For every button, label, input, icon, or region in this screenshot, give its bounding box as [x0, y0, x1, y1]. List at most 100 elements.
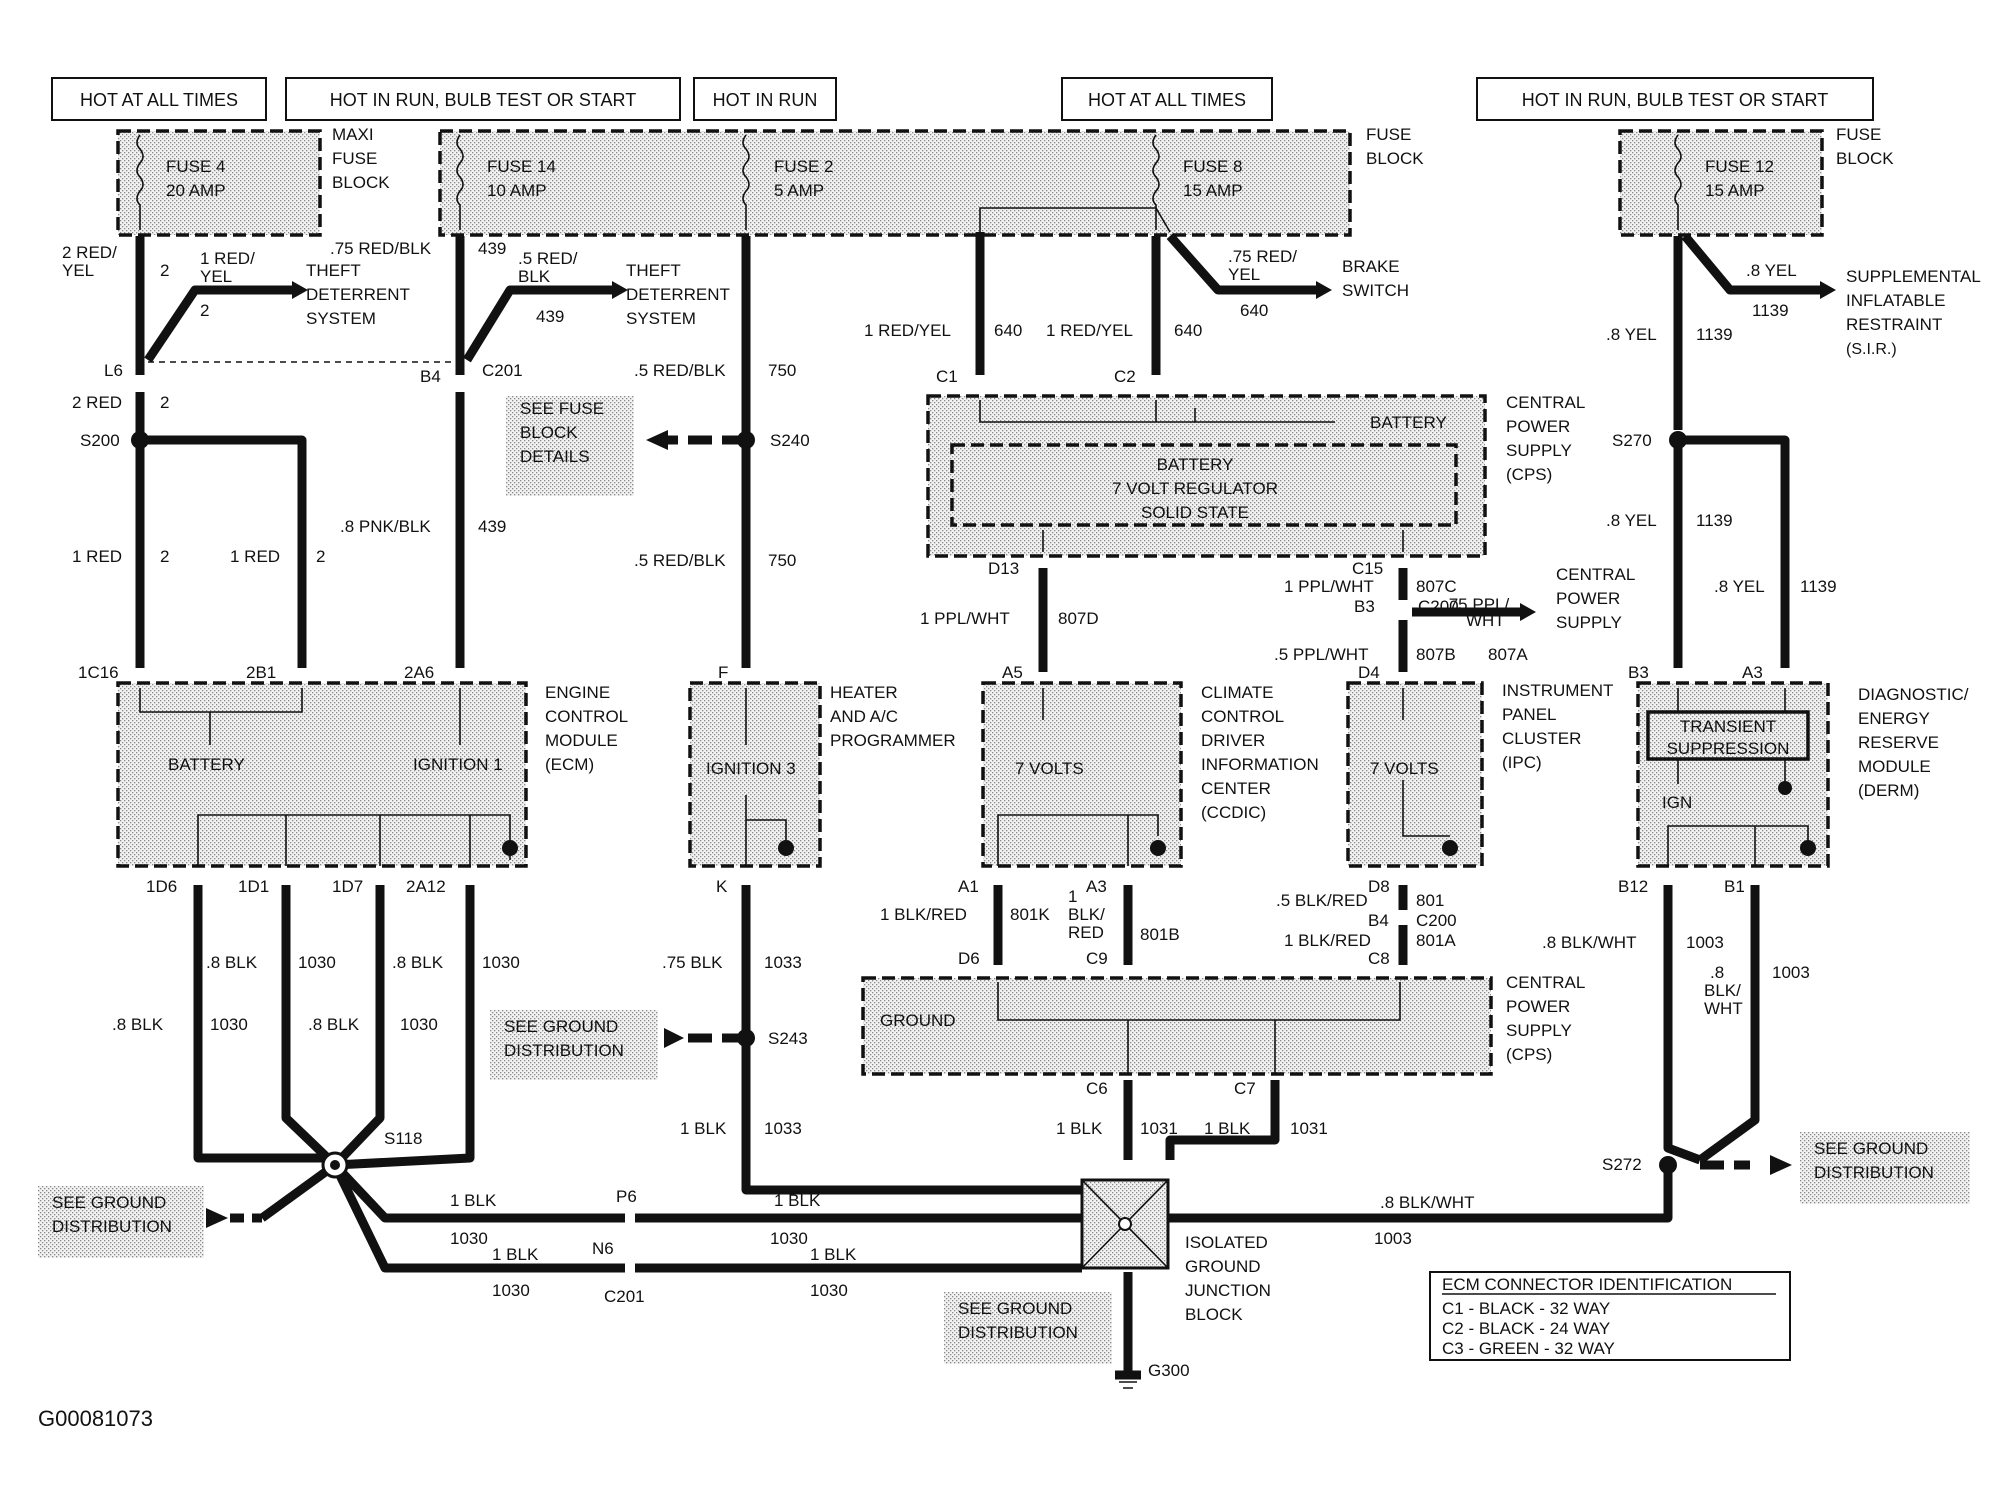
wl-70: 1031	[1140, 1119, 1178, 1138]
cps-reg-2: 7 VOLT REGULATOR	[1112, 479, 1278, 498]
conn-38: S118	[384, 1129, 422, 1148]
wl-56: 801A	[1416, 931, 1456, 950]
wl-31: 750	[768, 361, 796, 380]
conn-39: S272	[1602, 1155, 1642, 1174]
wl-14: 640	[1174, 321, 1202, 340]
wl-78: 1003	[1772, 963, 1810, 982]
theft2-3: SYSTEM	[626, 309, 696, 328]
wl-71: 1 BLK	[1204, 1119, 1251, 1138]
header-hot-in-run-bulb-2: HOT IN RUN, BULB TEST OR START	[1522, 90, 1828, 110]
wl-54: 801	[1416, 891, 1444, 910]
sir-4: (S.I.R.)	[1846, 341, 1897, 358]
ecm-battery: BATTERY	[168, 755, 245, 774]
cps-ground: GROUND	[880, 1011, 956, 1030]
cps-bot-label-4: (CPS)	[1506, 1045, 1552, 1064]
wl-66: 1033	[764, 953, 802, 972]
header-hot-in-run: HOT IN RUN	[713, 90, 818, 110]
conn-15: 2A6	[404, 663, 434, 682]
wl-3: 1 RED/	[200, 249, 255, 268]
wl-22: 2 RED	[72, 393, 122, 412]
conn-36: C6	[1086, 1079, 1108, 1098]
wl-79: 1 BLK	[450, 1191, 497, 1210]
conn-28: B4	[1368, 911, 1389, 930]
figure-id: G00081073	[38, 1406, 153, 1431]
fuse-block-right-label-1: FUSE	[1836, 125, 1881, 144]
theft2-2: DETERRENT	[626, 285, 730, 304]
wl-23: 2	[160, 393, 169, 412]
sir-1: SUPPLEMENTAL	[1846, 267, 1981, 286]
fuse-4-rating: 20 AMP	[166, 181, 226, 200]
wl-37: 1139	[1800, 577, 1837, 596]
wl-20: .8 YEL	[1606, 325, 1657, 344]
cps-out-3: SUPPLY	[1556, 613, 1622, 632]
ground-dist-d-1: SEE GROUND	[1814, 1139, 1928, 1158]
maxi-fuse-label-2: FUSE	[332, 149, 377, 168]
ground-dist-b-2: DISTRIBUTION	[52, 1217, 172, 1236]
derm-suppression: SUPPRESSION	[1667, 739, 1790, 758]
wl-18: .8 YEL	[1746, 261, 1797, 280]
wl-55: 1 BLK/RED	[1284, 931, 1371, 950]
conn-33: B12	[1618, 877, 1648, 896]
cps-bot-label-3: SUPPLY	[1506, 1021, 1572, 1040]
conn-40: P6	[616, 1187, 637, 1206]
wl-83: 1 BLK	[774, 1191, 821, 1210]
wl-76: BLK/	[1704, 981, 1741, 1000]
conn-31: D6	[958, 949, 980, 968]
conn-9: C15	[1352, 559, 1383, 578]
fuse-8-rating: 15 AMP	[1183, 181, 1243, 200]
derm-transient: TRANSIENT	[1680, 717, 1776, 736]
splices	[131, 431, 1687, 1179]
wl-11: 1 RED/YEL	[864, 321, 951, 340]
ecm-label-1: ENGINE	[545, 683, 610, 702]
maxi-fuse-label-3: BLOCK	[332, 173, 390, 192]
ecm-ignition: IGNITION 1	[413, 755, 503, 774]
ground-dist-c-2: DISTRIBUTION	[958, 1323, 1078, 1342]
conn-30: C8	[1368, 949, 1390, 968]
wl-59: .8 BLK	[392, 953, 444, 972]
wl-63: .8 BLK	[308, 1015, 360, 1034]
wl-47: 1 BLK/RED	[880, 905, 967, 924]
ground-dist-a-1: SEE GROUND	[504, 1017, 618, 1036]
wl-67: 1 BLK	[680, 1119, 727, 1138]
conn-42: C201	[604, 1287, 645, 1306]
branch-labels: THEFT DETERRENT SYSTEM THEFT DETERRENT S…	[306, 257, 1981, 632]
wl-34: .8 YEL	[1606, 511, 1657, 530]
cps-top-label-1: CENTRAL	[1506, 393, 1585, 412]
wl-9: BLK	[518, 267, 551, 286]
ground-dist-a-2: DISTRIBUTION	[504, 1041, 624, 1060]
wl-25: 2	[160, 547, 169, 566]
wire-labels: 2 RED/ YEL 2 1 RED/ YEL 2 .75 RED/BLK 43…	[62, 239, 1837, 1300]
wl-43: WHT	[1466, 611, 1505, 630]
cps-regulator-box	[950, 443, 1458, 527]
conn-19: A3	[1742, 663, 1763, 682]
fuse-2-name: FUSE 2	[774, 157, 834, 176]
wl-5: 2	[200, 301, 209, 320]
modules	[116, 394, 1830, 1270]
wl-65: .75 BLK	[662, 953, 723, 972]
wl-0: 2 RED/	[62, 243, 117, 262]
theft1-3: SYSTEM	[306, 309, 376, 328]
wl-51: RED	[1068, 923, 1104, 942]
wl-77: WHT	[1704, 999, 1743, 1018]
module-labels: ENGINE CONTROL MODULE (ECM) BATTERY IGNI…	[168, 393, 1969, 1324]
ecm-connector-table: ECM CONNECTOR IDENTIFICATION C1 - BLACK …	[1429, 1271, 1791, 1361]
wl-81: 1 BLK	[492, 1245, 539, 1264]
wl-30: .5 RED/BLK	[634, 361, 726, 380]
cps-bot-label-1: CENTRAL	[1506, 973, 1585, 992]
wl-16: YEL	[1228, 265, 1260, 284]
igjb-label-4: BLOCK	[1185, 1305, 1243, 1324]
hvac-ignition: IGNITION 3	[706, 759, 796, 778]
wl-10: 439	[536, 307, 564, 326]
wl-58: 1030	[298, 953, 336, 972]
fuse-12-name: FUSE 12	[1705, 157, 1774, 176]
ecm-id-row-3: C3 - GREEN - 32 WAY	[1442, 1339, 1615, 1358]
header-hot-in-run-bulb-1: HOT IN RUN, BULB TEST OR START	[330, 90, 636, 110]
wl-33: 750	[768, 551, 796, 570]
wl-75: .8	[1710, 963, 1724, 982]
conn-20: 1D6	[146, 877, 177, 896]
wires	[135, 232, 1836, 1389]
ground-dist-b-1: SEE GROUND	[52, 1193, 166, 1212]
wl-62: 1030	[210, 1015, 248, 1034]
conn-27: D8	[1368, 877, 1390, 896]
wl-88: 1003	[1374, 1229, 1412, 1248]
